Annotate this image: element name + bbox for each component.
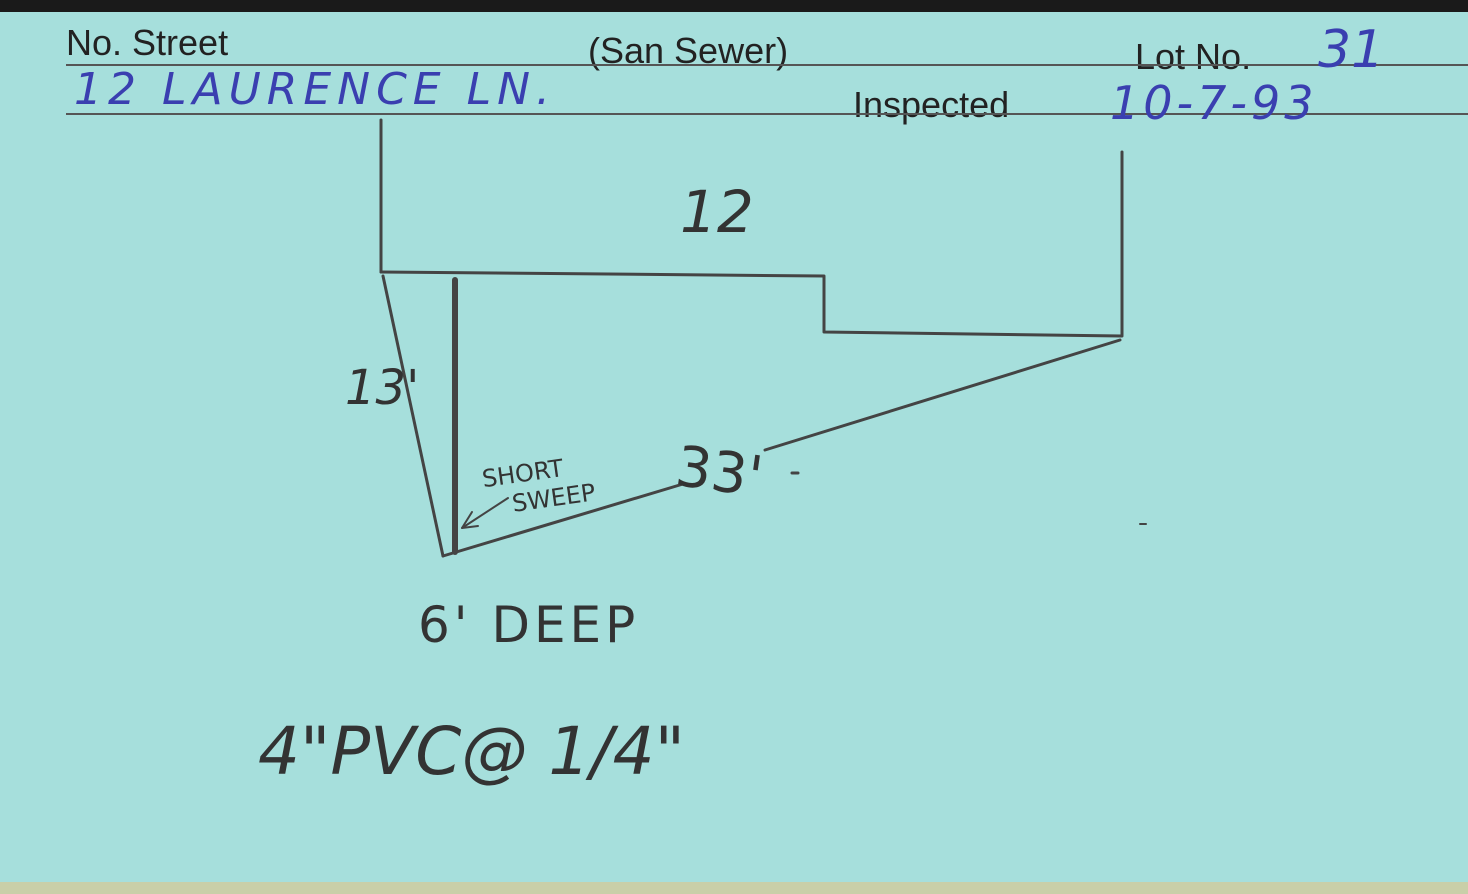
short-sweep-arrow [461,497,509,529]
short-sweep-arrowhead [461,511,479,529]
sewer-line-upper [763,338,1122,452]
lot-number-label: Lot No. [1135,36,1252,77]
inspected-date-entry: 10-7-93 [1110,76,1318,130]
street-label: No. Street [66,22,229,63]
measurement-13-line [381,274,445,558]
address-entry: 12 LAURENCE LN. [74,64,557,115]
inspection-card [0,12,1468,882]
sewer-line-lower [441,482,685,558]
diagonal-distance-label: 33' [672,434,767,510]
house-outline [379,270,1124,338]
width-label: 12 [680,178,754,246]
header-rule-top [66,64,1468,66]
header-rule-bottom [66,113,1468,115]
lot-number-entry: 31 [1318,20,1385,80]
inspected-label: Inspected [853,84,1010,125]
depth-label: 6' DEEP [418,596,639,654]
pipe-spec-label: 4"PVC@ 1/4" [258,713,685,790]
left-distance-label: 13' [345,360,419,416]
card-bottom-edge [0,882,1468,894]
